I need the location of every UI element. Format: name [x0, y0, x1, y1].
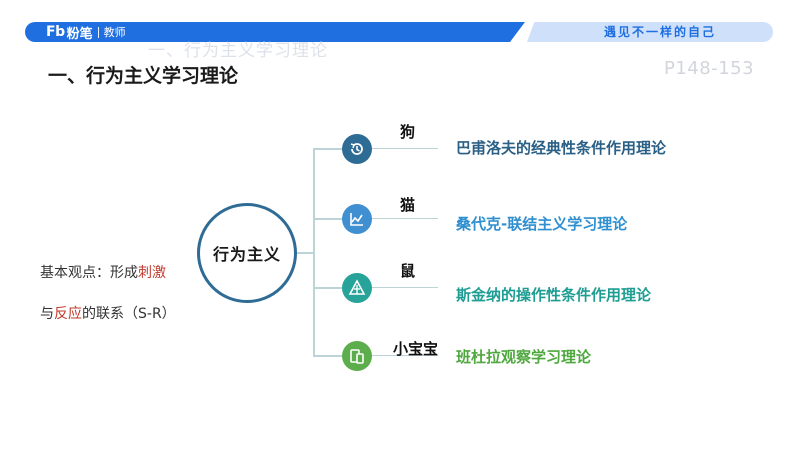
branch-connector [313, 218, 343, 220]
brand-logo: Fb [46, 24, 65, 40]
page-reference: P148-153 [664, 58, 755, 79]
chart-icon [342, 204, 372, 234]
branch-connector [313, 355, 343, 357]
brand-divider [97, 26, 99, 38]
vertical-connector [313, 148, 315, 356]
note-text: 与 [40, 306, 54, 322]
ghost-title: 一、行为主义学习理论 [148, 41, 328, 61]
note-text: 的联系（S-R） [82, 306, 176, 322]
brand: Fb 粉笔 教师 [46, 22, 126, 42]
slogan: 遇见不一样的自己 [603, 25, 716, 39]
branch-connector [313, 287, 343, 289]
label-underline [372, 148, 438, 149]
header-slogan-bar [527, 22, 773, 42]
branch-animal: 鼠 [400, 262, 416, 280]
branch-theory: 巴甫洛夫的经典性条件作用理论 [456, 139, 667, 157]
page-title: 一、行为主义学习理论 [48, 65, 239, 87]
label-underline [372, 287, 438, 288]
center-node: 行为主义 [197, 203, 297, 303]
branch-theory: 斯金纳的操作性条件作用理论 [456, 286, 652, 304]
note-highlight: 反应 [54, 306, 82, 322]
branch-animal: 猫 [400, 196, 416, 214]
header-bar [25, 22, 525, 42]
note-line-2: 与反应的联系（S-R） [40, 303, 240, 323]
center-label: 行为主义 [212, 245, 281, 264]
brand-subtitle: 教师 [103, 26, 126, 39]
trunk-connector [297, 252, 314, 254]
branch-animal: 狗 [400, 123, 416, 141]
note-highlight: 刺激 [138, 265, 166, 281]
pyramid-icon [342, 273, 372, 303]
note-text: 基本观点：形成 [40, 265, 138, 281]
devices-icon [342, 341, 372, 371]
label-underline [372, 355, 438, 356]
history-icon [342, 134, 372, 164]
branch-theory: 桑代克-联结主义学习理论 [456, 215, 628, 233]
note-line-1: 基本观点：形成刺激 [40, 262, 240, 282]
branch-connector [313, 148, 343, 150]
branch-animal: 小宝宝 [393, 340, 439, 358]
branch-theory: 班杜拉观察学习理论 [456, 348, 592, 366]
label-underline [372, 218, 438, 219]
brand-name: 粉笔 [66, 26, 93, 42]
